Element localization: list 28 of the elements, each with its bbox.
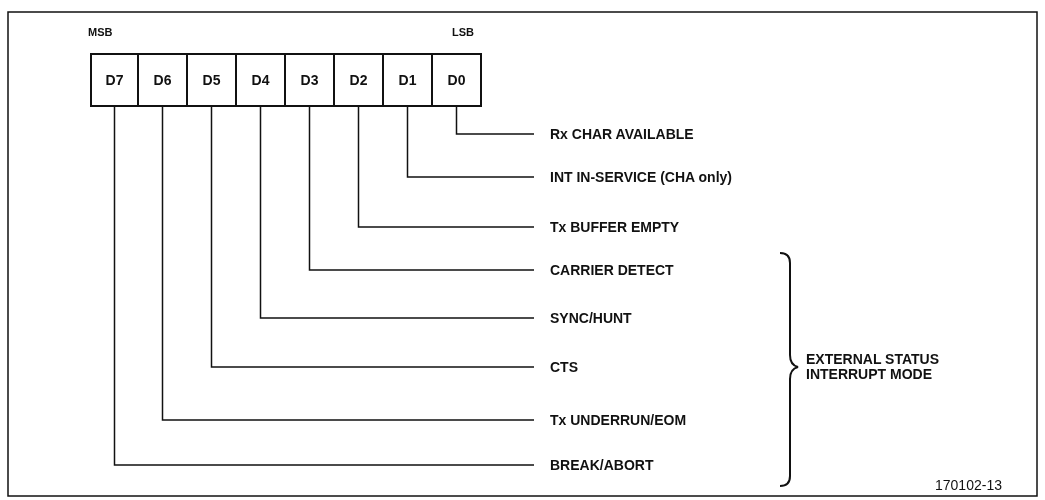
register-bit-cell: D2 bbox=[333, 53, 384, 107]
bit-description: Tx BUFFER EMPTY bbox=[534, 218, 680, 236]
bit-order-label: MSB bbox=[88, 25, 113, 40]
register-bit-cell: D7 bbox=[90, 53, 139, 107]
bit-description: Tx UNDERRUN/EOM bbox=[534, 411, 687, 429]
bit-order-label: LSB bbox=[452, 25, 474, 40]
bit-description: Rx CHAR AVAILABLE bbox=[534, 125, 694, 143]
register-bit-cell: D4 bbox=[235, 53, 286, 107]
register-bit-cell: D6 bbox=[137, 53, 188, 107]
connector-line bbox=[210, 106, 535, 368]
connector-line bbox=[308, 106, 535, 271]
bit-description: BREAK/ABORT bbox=[534, 456, 654, 474]
connector-line bbox=[406, 106, 535, 178]
bit-description: SYNC/HUNT bbox=[534, 309, 632, 327]
connector-line bbox=[161, 106, 535, 421]
group-label: EXTERNAL STATUS INTERRUPT MODE bbox=[806, 352, 940, 382]
connector-line bbox=[259, 106, 535, 319]
register-bit-cell: D0 bbox=[431, 53, 482, 107]
connector-line bbox=[455, 106, 535, 135]
bit-description: CTS bbox=[534, 358, 578, 376]
connector-line bbox=[113, 106, 535, 466]
connector-line bbox=[357, 106, 535, 228]
register-bit-cell: D1 bbox=[382, 53, 433, 107]
figure-number: 170102-13 bbox=[935, 478, 1002, 493]
bit-description: CARRIER DETECT bbox=[534, 261, 674, 279]
bit-description: INT IN-SERVICE (CHA only) bbox=[534, 168, 732, 186]
register-bit-cell: D3 bbox=[284, 53, 335, 107]
register-bit-cell: D5 bbox=[186, 53, 237, 107]
